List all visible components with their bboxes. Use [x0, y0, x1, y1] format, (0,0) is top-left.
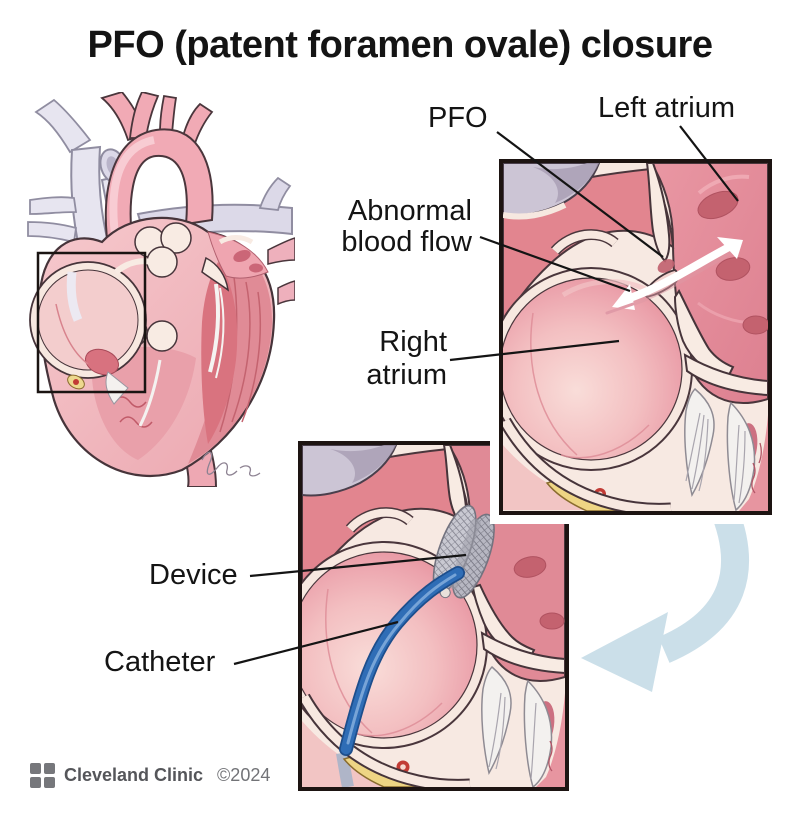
label-pfo: PFO — [428, 102, 488, 134]
heart-overview-illustration — [10, 92, 295, 487]
label-catheter: Catheter — [104, 646, 216, 678]
copyright: ©2024 — [217, 764, 271, 785]
abnormal-flow-arrow — [605, 237, 743, 315]
device-closure-inset-panel — [298, 441, 569, 791]
page-title: PFO (patent foramen ovale) closure — [87, 24, 713, 66]
pfo-flow-inset-panel — [499, 159, 772, 515]
device-closure-inset-svg — [302, 445, 565, 787]
label-right-atrium: Right atrium — [366, 326, 447, 391]
pfo-flow-inset-svg — [503, 163, 768, 511]
artist-signature — [201, 451, 261, 477]
cleveland-clinic-logo-icon — [30, 762, 55, 788]
label-left-atrium: Left atrium — [598, 92, 735, 124]
label-abnormal-blood-flow: Abnormal blood flow — [341, 195, 472, 258]
brand-name: Cleveland Clinic — [64, 764, 204, 785]
label-device: Device — [149, 559, 238, 591]
zoom-region-rectangle — [36, 251, 147, 394]
heart-overview-svg — [27, 92, 295, 487]
footer: Cleveland Clinic ©2024 — [30, 761, 270, 789]
